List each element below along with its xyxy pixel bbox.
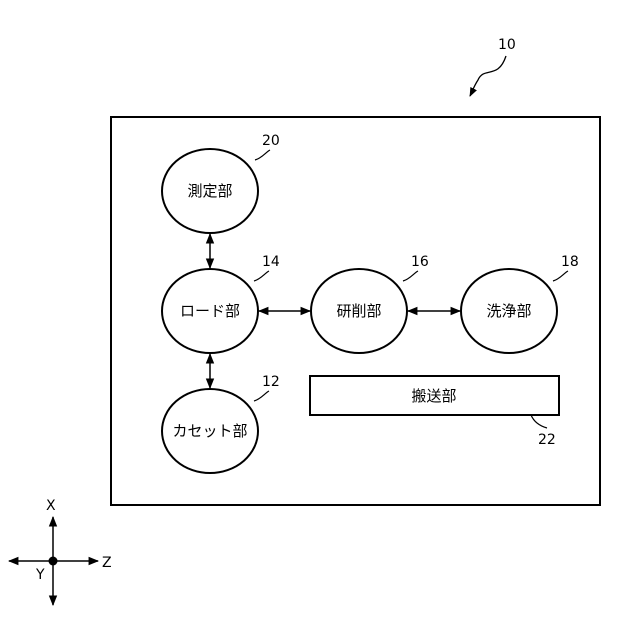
axis-y-origin-dot xyxy=(49,557,58,566)
node-load: ロード部 14 xyxy=(162,254,280,353)
node-wash-ref: 18 xyxy=(561,254,579,270)
axis-indicator: X Z Y xyxy=(9,498,112,605)
node-measure-label: 測定部 xyxy=(187,182,232,200)
node-grind-leader xyxy=(403,271,418,281)
node-transfer-ref: 22 xyxy=(538,432,556,448)
node-measure-ref: 20 xyxy=(262,133,280,149)
node-grind: 研削部 16 xyxy=(311,254,429,353)
system-ref-label: 10 xyxy=(498,37,516,53)
node-transfer: 搬送部 22 xyxy=(310,376,559,448)
node-transfer-leader xyxy=(531,415,547,428)
node-load-label: ロード部 xyxy=(180,302,240,320)
axis-z-label: Z xyxy=(102,555,112,571)
system-ref-arrow xyxy=(470,56,506,96)
node-load-ref: 14 xyxy=(262,254,280,270)
node-measure-leader xyxy=(255,150,270,160)
node-grind-ref: 16 xyxy=(411,254,429,270)
node-transfer-label: 搬送部 xyxy=(411,387,456,405)
node-cassette: カセット部 12 xyxy=(162,374,280,473)
node-measure: 測定部 20 xyxy=(162,133,280,233)
node-cassette-leader xyxy=(254,391,269,401)
node-cassette-label: カセット部 xyxy=(172,422,247,440)
node-wash-leader xyxy=(553,271,568,281)
node-wash-label: 洗浄部 xyxy=(486,302,531,320)
axis-x-label: X xyxy=(46,498,56,514)
node-cassette-ref: 12 xyxy=(262,374,280,390)
axis-y-label: Y xyxy=(35,567,45,583)
node-load-leader xyxy=(254,271,269,281)
node-wash: 洗浄部 18 xyxy=(461,254,579,353)
node-grind-label: 研削部 xyxy=(336,302,381,320)
